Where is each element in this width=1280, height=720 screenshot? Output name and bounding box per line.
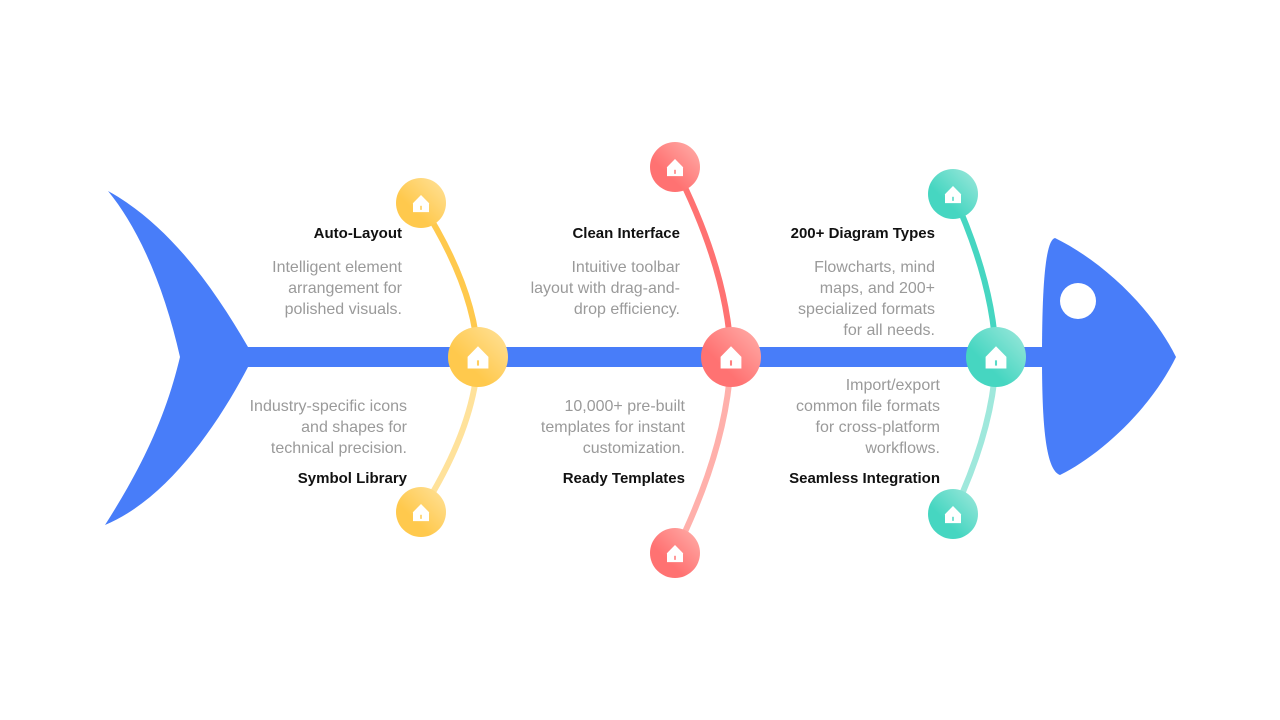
- description-line: and shapes for: [301, 419, 407, 436]
- home-icon: [720, 346, 742, 369]
- top-node-1[interactable]: [396, 178, 446, 228]
- top-node-2[interactable]: [650, 142, 700, 192]
- description-line: Industry-specific icons: [249, 398, 407, 415]
- description-line: specialized formats: [798, 301, 935, 318]
- hub-node-1[interactable]: [448, 327, 508, 387]
- bottom-node-3[interactable]: [928, 489, 978, 539]
- home-icon: [467, 346, 489, 369]
- hub-node-2[interactable]: [701, 327, 761, 387]
- bottom-node-2[interactable]: [650, 528, 700, 578]
- description-line: templates for instant: [540, 419, 685, 436]
- description-line: common file formats: [795, 398, 940, 415]
- feature-title: Clean Interface: [572, 225, 680, 242]
- description-line: customization.: [582, 440, 685, 457]
- fish-eye: [1060, 283, 1096, 319]
- feature-title: Auto-Layout: [313, 225, 402, 242]
- description-line: Import/export: [845, 377, 940, 394]
- description-line: polished visuals.: [284, 301, 402, 318]
- description-line: layout with drag-and-: [530, 280, 680, 297]
- description-line: arrangement for: [288, 280, 402, 297]
- bottom-node-1[interactable]: [396, 487, 446, 537]
- bottom-label-group-1: Industry-specific icons and shapes for tec…: [250, 396, 407, 489]
- fish-head: [1042, 238, 1176, 475]
- feature-title: Ready Templates: [562, 470, 685, 487]
- hub-node-3[interactable]: [966, 327, 1026, 387]
- home-icon: [945, 186, 961, 204]
- bottom-label-group-2: 10,000+ pre-built templates for instant cu…: [541, 396, 685, 489]
- feature-description: 10,000+ pre-built templates for instant cu…: [541, 396, 685, 459]
- home-icon: [667, 545, 683, 563]
- feature-description: Import/export common file formats for cros…: [789, 375, 940, 459]
- description-line: Intelligent element: [272, 259, 402, 276]
- description-line: maps, and 200+: [819, 280, 935, 297]
- feature-description: Industry-specific icons and shapes for tec…: [250, 396, 407, 459]
- description-line: for all needs.: [843, 322, 935, 339]
- description-line: workflows.: [865, 440, 940, 457]
- top-node-3[interactable]: [928, 169, 978, 219]
- home-icon: [985, 346, 1007, 369]
- bottom-label-group-3: Import/export common file formats for cros…: [789, 375, 940, 489]
- description-line: for cross-platform: [815, 419, 940, 436]
- feature-description: Intuitive toolbar layout with drag-and-dr…: [531, 257, 680, 320]
- feature-title: Symbol Library: [297, 470, 407, 487]
- feature-title: 200+ Diagram Types: [790, 225, 935, 242]
- feature-description: Intelligent element arrangement for polish…: [272, 257, 402, 320]
- home-icon: [413, 504, 429, 522]
- description-line: 10,000+ pre-built: [564, 398, 685, 415]
- home-icon: [945, 506, 961, 524]
- description-line: technical precision.: [270, 440, 407, 457]
- description-line: drop efficiency.: [573, 301, 680, 318]
- home-icon: [667, 159, 683, 177]
- fish-spine: [240, 347, 1045, 367]
- description-line: Flowcharts, mind: [814, 259, 935, 276]
- home-icon: [413, 195, 429, 213]
- feature-description: Flowcharts, mind maps, and 200+ specialize…: [791, 257, 935, 341]
- description-line: Intuitive toolbar: [571, 259, 680, 276]
- fish-tail: [105, 191, 248, 525]
- feature-title: Seamless Integration: [789, 470, 940, 487]
